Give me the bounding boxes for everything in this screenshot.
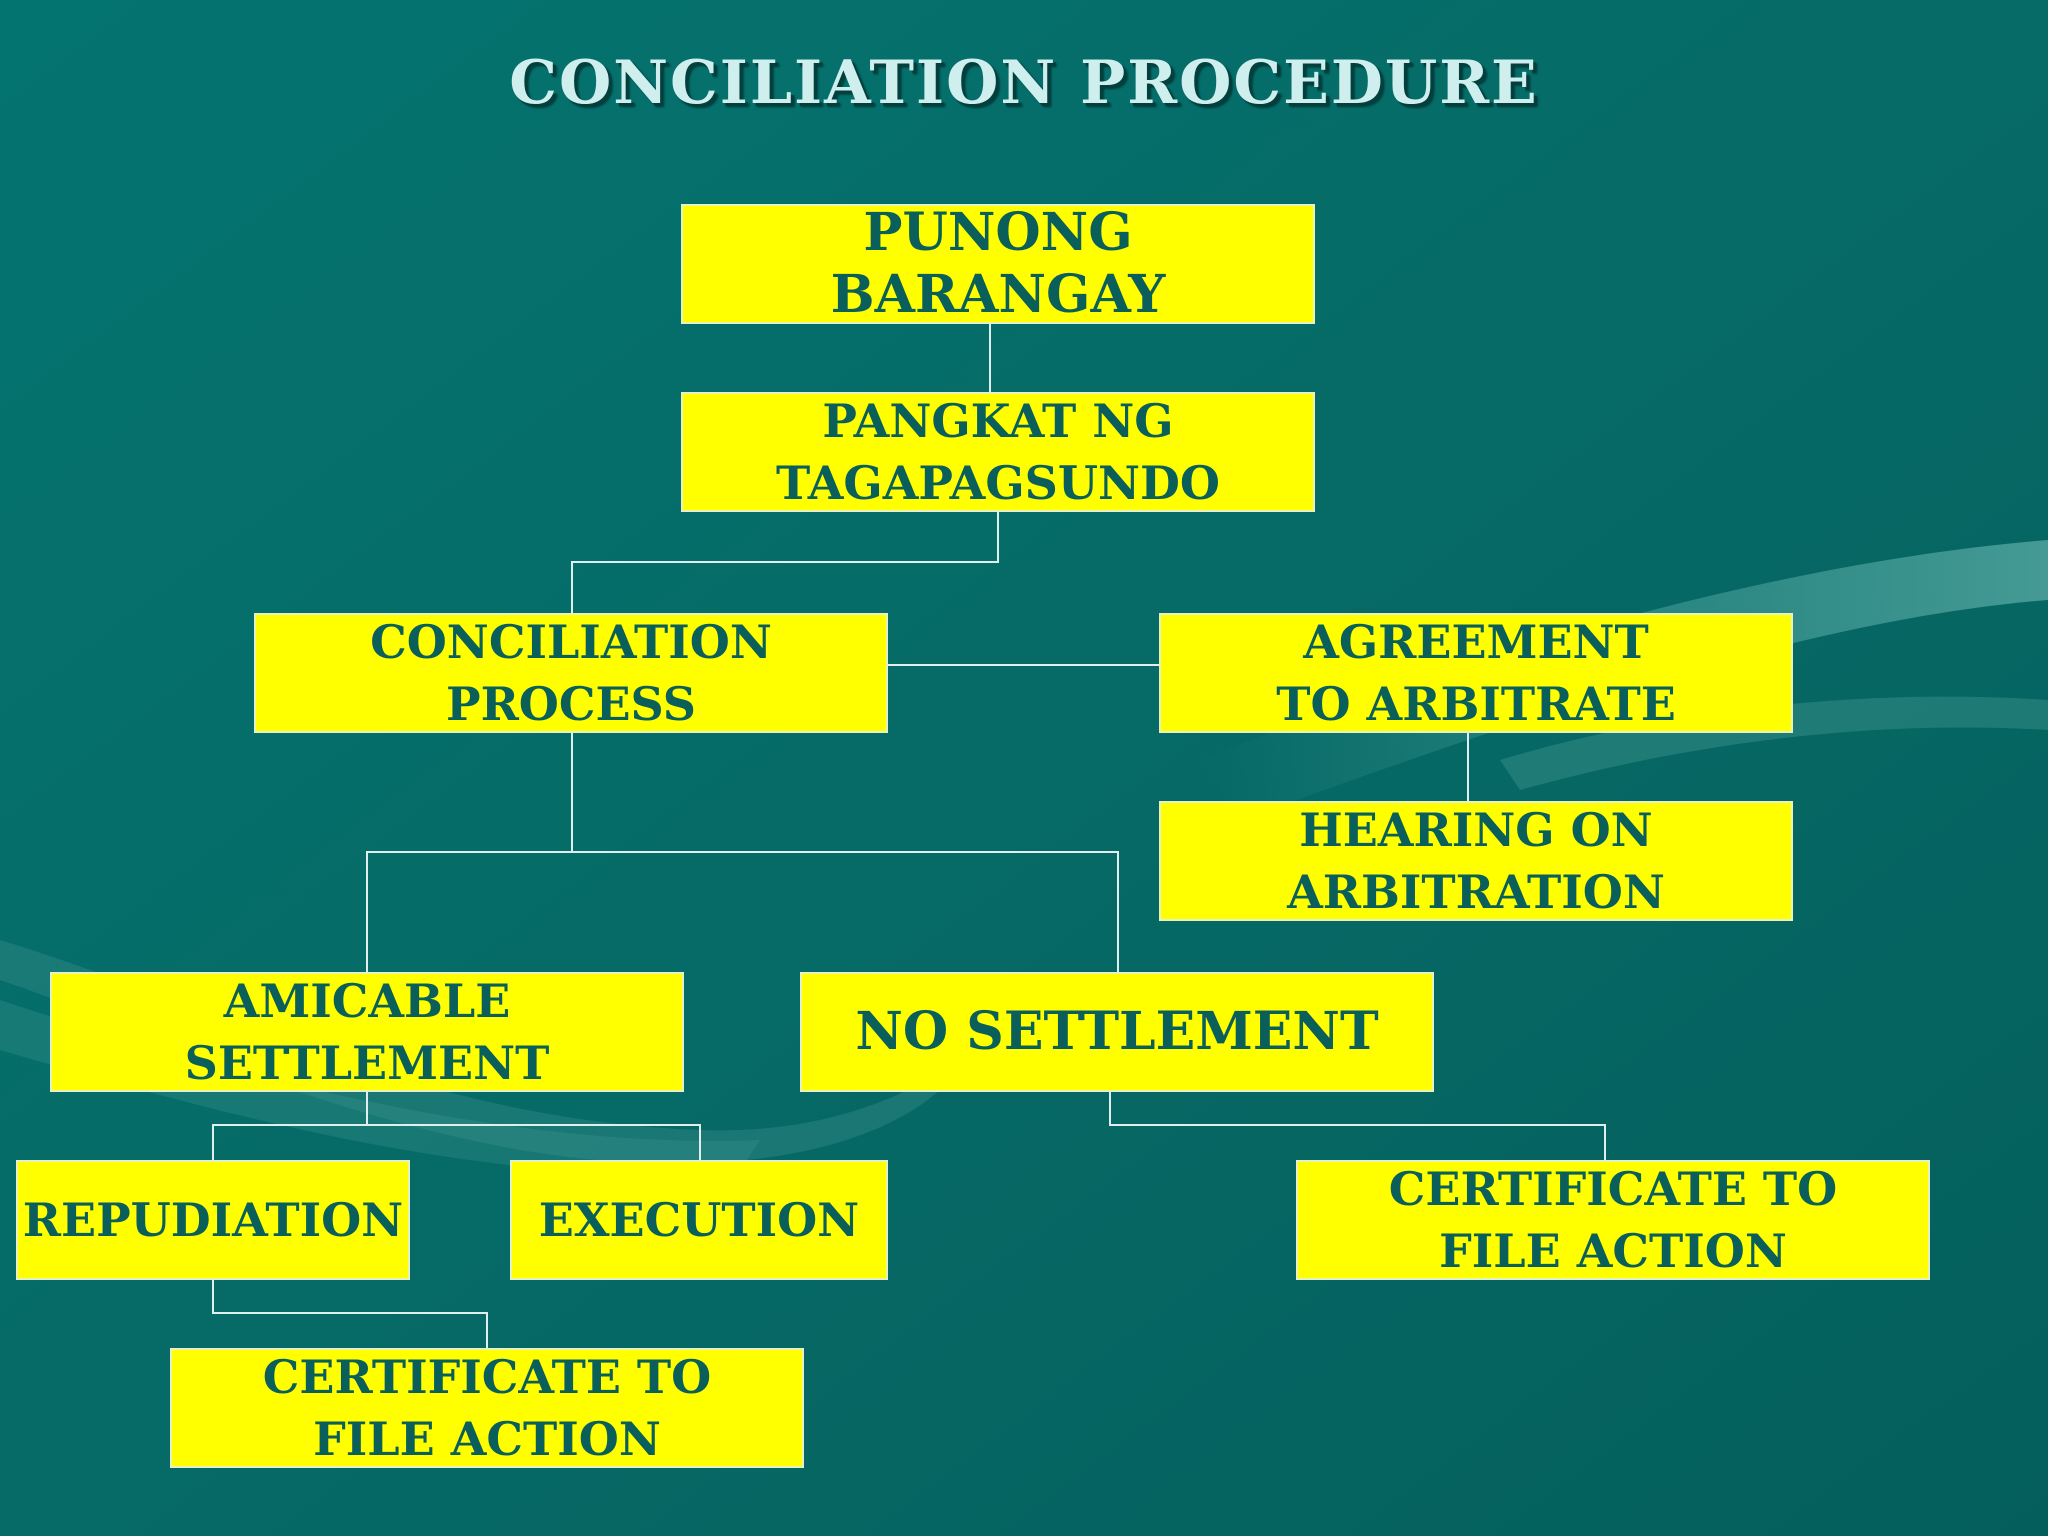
connector-nosettlement-to-certificate [1109, 1092, 1606, 1160]
node-amicable-settlement: AMICABLE SETTLEMENT [50, 972, 684, 1092]
node-label: REPUDIATION [22, 1193, 404, 1247]
node-certificate-to-file-action-right: CERTIFICATE TO FILE ACTION [1296, 1160, 1930, 1280]
connector-repudiation-to-certificate [212, 1280, 488, 1348]
node-label: PUNONG BARANGAY [830, 202, 1166, 325]
node-execution: EXECUTION [510, 1160, 888, 1280]
node-label: PANGKAT NG TAGAPAGSUNDO [776, 394, 1220, 510]
node-hearing-on-arbitration: HEARING ON ARBITRATION [1159, 801, 1793, 921]
slide-title: CONCILIATION PROCEDURE [509, 48, 1539, 118]
node-repudiation: REPUDIATION [16, 1160, 410, 1280]
node-label: CERTIFICATE TO FILE ACTION [1388, 1162, 1838, 1278]
node-label: AMICABLE SETTLEMENT [184, 974, 550, 1090]
node-pangkat-ng-tagapagsundo: PANGKAT NG TAGAPAGSUNDO [681, 392, 1315, 512]
connector-amicable-to-execution [367, 1124, 701, 1160]
node-certificate-to-file-action-left: CERTIFICATE TO FILE ACTION [170, 1348, 804, 1468]
connector-amicable-branch [212, 1092, 368, 1160]
node-label: CONCILIATION PROCESS [370, 615, 772, 731]
node-label: AGREEMENT TO ARBITRATE [1276, 615, 1676, 731]
node-punong-barangay: PUNONG BARANGAY [681, 202, 1315, 325]
node-no-settlement: NO SETTLEMENT [800, 972, 1434, 1092]
connector-pangkat-to-conciliation [571, 512, 999, 615]
node-label: EXECUTION [538, 1193, 860, 1247]
node-agreement-to-arbitrate: AGREEMENT TO ARBITRATE [1159, 613, 1793, 733]
node-label: CERTIFICATE TO FILE ACTION [262, 1350, 712, 1466]
node-conciliation-process: CONCILIATION PROCESS [254, 613, 888, 733]
node-label: NO SETTLEMENT [855, 1001, 1379, 1062]
node-label: HEARING ON ARBITRATION [1287, 803, 1665, 919]
connector-branch-settlement [366, 851, 1119, 972]
